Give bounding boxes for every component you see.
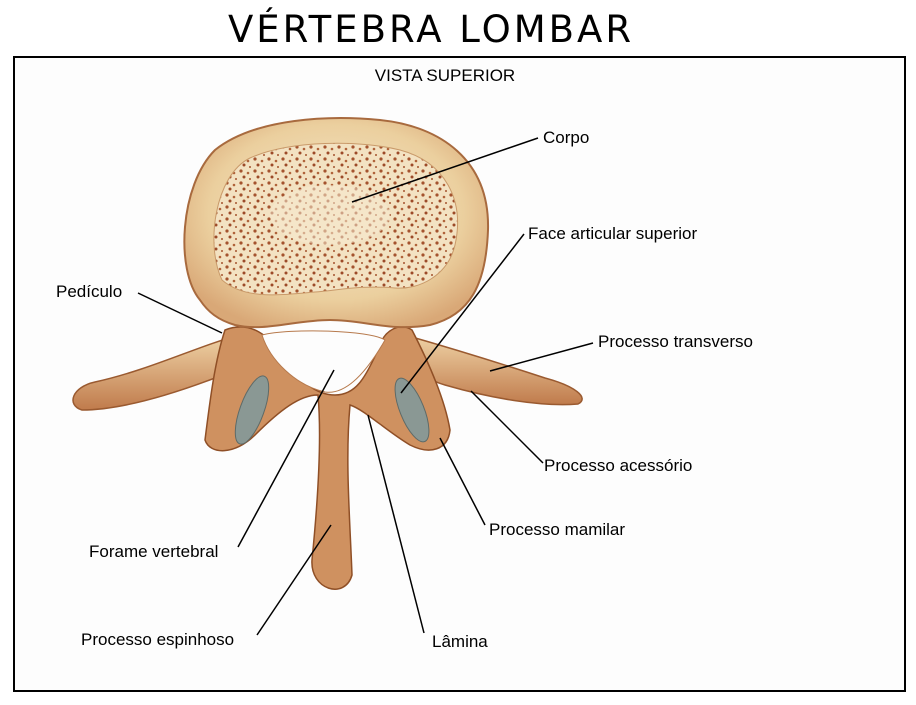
label-forame-vertebral: Forame vertebral — [89, 542, 219, 561]
leader-corpo — [351, 137, 539, 203]
label-processo-mamilar: Processo mamilar — [489, 520, 626, 539]
leader-mamilar — [439, 437, 486, 526]
leader-acessorio — [470, 390, 544, 464]
leader-lines — [137, 137, 594, 636]
leader-espinhoso — [256, 524, 332, 636]
right-articular-facet-shape — [394, 377, 430, 443]
leader-lamina — [367, 414, 425, 634]
label-processo-acessorio: Processo acessório — [544, 456, 693, 475]
label-face-articular-superior: Face articular superior — [528, 224, 698, 243]
label-processo-espinhoso: Processo espinhoso — [81, 630, 235, 649]
leader-pediculo — [137, 292, 223, 334]
left-articular-facet-shape — [234, 375, 270, 445]
leader-forame — [237, 369, 335, 548]
label-corpo: Corpo — [543, 128, 590, 147]
label-lamina: Lâmina — [432, 632, 488, 651]
vertebral-foramen-shape — [261, 330, 386, 393]
label-pediculo: Pedículo — [56, 282, 123, 301]
diagram-title: VÉRTEBRA LOMBAR — [227, 8, 635, 51]
view-subtitle: VISTA SUPERIOR — [374, 66, 516, 85]
leader-face-articular — [400, 233, 525, 394]
label-processo-transverso: Processo transverso — [598, 332, 753, 351]
leader-transverso — [489, 342, 594, 372]
